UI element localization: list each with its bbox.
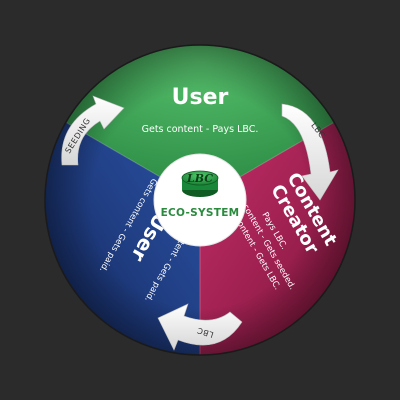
lbc-bottom-arrow: LBC <box>157 303 243 351</box>
eco-system-badge: LBC ECO-SYSTEM <box>153 153 247 247</box>
coin-label: LBC <box>186 172 213 185</box>
user-top-subtitle: Gets content - Pays LBC. <box>142 124 259 135</box>
user-top-title: User <box>172 85 229 110</box>
disc-rim <box>44 44 356 356</box>
lbc-coin-icon: LBC <box>181 170 219 197</box>
eco-system-label: ECO-SYSTEM <box>161 207 240 219</box>
center-circle <box>153 153 247 247</box>
